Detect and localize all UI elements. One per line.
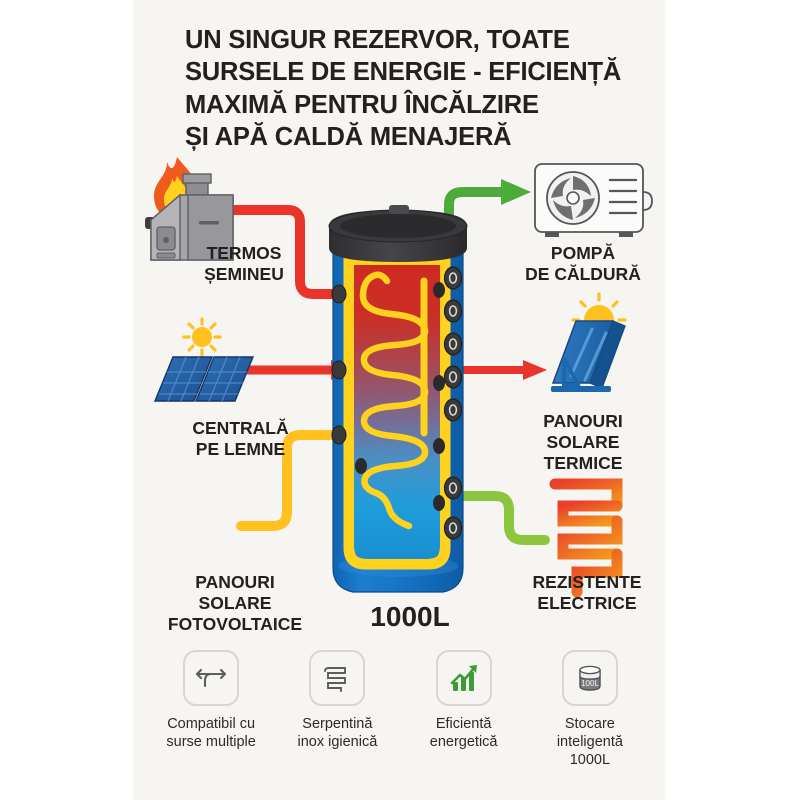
title-line-4: ȘI APĂ CALDĂ MENAJERĂ <box>185 123 512 152</box>
pipe-panouri-solare-fotovoltaice <box>236 430 338 531</box>
label-line: ȘEMINEU <box>204 264 284 284</box>
label-line: SOLARE <box>198 593 272 613</box>
label-line: POMPĂ <box>550 243 616 263</box>
label-pompa-de-caldura: POMPĂ DE CĂLDURĂ <box>503 243 663 285</box>
buffer-tank <box>328 205 468 593</box>
label-panouri-solare-fotovoltaice: PANOURI SOLARE FOTOVOLTAICE <box>137 572 333 635</box>
pipe-termos-semineu <box>203 205 343 299</box>
tank-left-inlets <box>331 284 347 445</box>
coil-icon-box <box>309 650 366 706</box>
feature-label: Serpentină inox igienică <box>297 715 377 751</box>
label-termos-semineu: TERMOS ȘEMINEU <box>164 243 324 285</box>
label-line: PANOURI <box>543 411 623 431</box>
label-line: TERMICE <box>543 453 623 473</box>
feature-line: Compatibil cu <box>167 716 256 732</box>
system-diagram <box>145 157 653 598</box>
pv-panels-icon <box>153 317 255 402</box>
page-title: UN SINGUR REZERVOR, TOATE SURSELE DE ENE… <box>185 24 655 154</box>
label-line: FOTOVOLTAICE <box>167 614 303 634</box>
multi-source-arrows-icon <box>196 668 227 688</box>
label-rezistente-electrice: REZISTENTE ELECTRICE <box>503 572 671 614</box>
coil-icon <box>324 667 347 692</box>
feature-line: Stocare <box>564 716 615 732</box>
heat-pump-icon <box>534 163 653 237</box>
feature-serpentina-inox: Serpentină inox igienică <box>274 650 400 769</box>
feature-line: energetică <box>429 734 498 751</box>
feature-stocare-inteligenta: 100L Stocare inteligentă 1000L <box>527 650 653 769</box>
label-line: REZISTENTE <box>532 572 642 592</box>
feature-line: surse multiple <box>166 734 256 751</box>
pipe-pompa-de-caldura <box>444 179 531 249</box>
label-line: PE LEMNE <box>195 439 286 459</box>
pipe-panouri-solare-termice <box>463 360 547 380</box>
electric-heater-icon <box>549 478 623 598</box>
title-line-1: UN SINGUR REZERVOR, TOATE <box>185 26 570 54</box>
title-line-2: SURSELE DE ENERGIE - EFICIENȚĂ <box>185 58 622 87</box>
features-row: Compatibil cu surse multiple Serpentină … <box>148 650 653 769</box>
feature-line: 1000L <box>569 752 611 769</box>
feature-eficienta-energetica: Eficientă energetică <box>401 650 527 769</box>
label-line: SOLARE <box>546 432 620 452</box>
pipe-rezistente-electrice <box>458 491 550 545</box>
label-line: PANOURI <box>195 572 275 592</box>
feature-label: Stocare inteligentă 1000L <box>557 715 623 769</box>
tank-volume-label: 1000L <box>370 601 450 632</box>
solar-thermal-icon <box>551 292 627 392</box>
label-line: CENTRALĂ <box>192 418 289 438</box>
feature-line: inteligentă <box>556 734 623 751</box>
tank-side-ports <box>443 266 463 540</box>
internal-coil-icon <box>359 271 429 530</box>
label-line: ELECTRICE <box>537 593 637 613</box>
wood-boiler-icon <box>150 173 234 261</box>
title-line-3: MAXIMĂ PENTRU ÎNCĂLZIRE <box>185 90 539 119</box>
feature-line: inox igienică <box>297 734 378 751</box>
storage-tank-icon: 100L <box>579 665 601 691</box>
multi-source-arrows-icon-box <box>183 650 240 706</box>
feature-label: Compatibil cu surse multiple <box>166 715 255 751</box>
storage-tank-icon-box: 100L <box>561 650 618 706</box>
sun-icon <box>182 317 222 357</box>
label-line: TERMOS <box>206 243 282 263</box>
feature-line: Eficientă <box>435 716 492 732</box>
infographic-card: UN SINGUR REZERVOR, TOATE SURSELE DE ENE… <box>133 0 665 800</box>
feature-compatibil-surse-multiple: Compatibil cu surse multiple <box>148 650 274 769</box>
storage-icon-text: 100L <box>581 679 599 688</box>
label-line: DE CĂLDURĂ <box>525 264 641 284</box>
feature-label: Eficientă energetică <box>430 715 498 751</box>
tank-inner-ports <box>355 282 445 511</box>
label-panouri-solare-termice: PANOURI SOLARE TERMICE <box>501 411 665 474</box>
label-centrala-pe-lemne: CENTRALĂ PE LEMNE <box>153 418 328 460</box>
feature-line: Serpentină <box>302 716 373 732</box>
growth-chart-icon-box <box>435 650 492 706</box>
growth-chart-icon <box>450 665 477 691</box>
